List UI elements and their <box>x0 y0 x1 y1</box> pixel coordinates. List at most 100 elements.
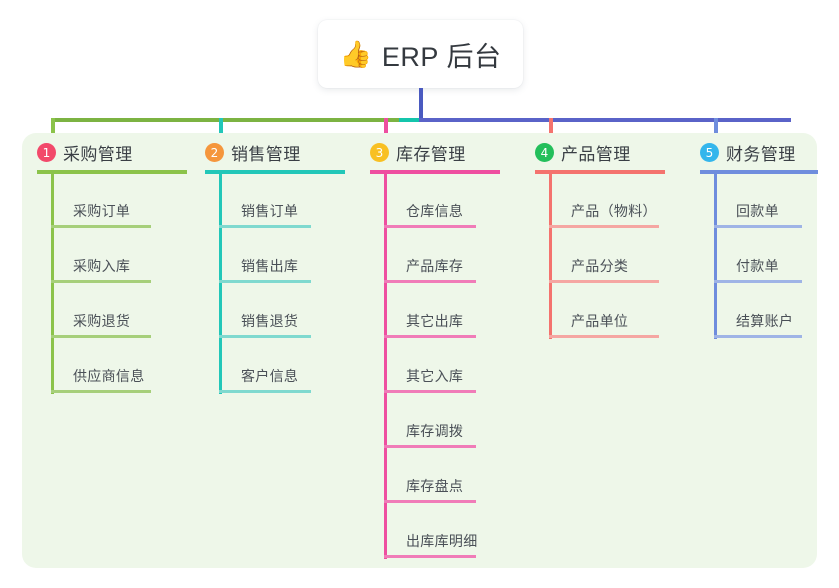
branch-number-badge: 2 <box>205 143 224 162</box>
branch-item-rule <box>549 225 659 228</box>
branch-item-label: 产品单位 <box>571 313 629 329</box>
branch-item[interactable]: 其它入库 <box>384 359 476 393</box>
branch-spine <box>714 174 717 339</box>
branch-item-rule <box>219 225 311 228</box>
branch-item-label: 销售订单 <box>241 203 299 219</box>
branch-item-rule <box>714 280 802 283</box>
branch-item-label: 库存调拨 <box>406 423 464 439</box>
branch-spine <box>51 174 54 394</box>
branch-item-rule <box>549 335 659 338</box>
branch-title: 销售管理 <box>231 145 301 164</box>
branch-item-label: 库存盘点 <box>406 478 464 494</box>
branch-item-label: 产品（物料） <box>571 203 657 219</box>
branch-item-label: 其它入库 <box>406 368 464 384</box>
connector-drop-2 <box>219 118 223 144</box>
connector-drop-5 <box>714 118 718 144</box>
branch-item-label: 仓库信息 <box>406 203 464 219</box>
branch-item-label: 销售出库 <box>241 258 299 274</box>
branch-item-rule <box>384 555 476 558</box>
branch-item[interactable]: 产品库存 <box>384 249 476 283</box>
branch-item-rule <box>384 445 476 448</box>
branch-spine <box>549 174 552 339</box>
branch-item[interactable]: 销售出库 <box>219 249 311 283</box>
branch-item-label: 客户信息 <box>241 368 299 384</box>
branch-spine <box>384 174 387 559</box>
connector-bus-right <box>419 118 791 122</box>
branch-item-label: 供应商信息 <box>73 368 145 384</box>
branch-item-rule <box>384 390 476 393</box>
branch-item-label: 其它出库 <box>406 313 464 329</box>
connector-drop-1 <box>51 118 55 144</box>
branch-item-rule <box>219 335 311 338</box>
branch-item-rule <box>219 280 311 283</box>
branch-title-rule <box>700 170 818 174</box>
branch-header-财务管理[interactable]: 5 财务管理 <box>700 140 796 165</box>
branch-title-rule <box>535 170 665 174</box>
branch-item-label: 产品分类 <box>571 258 629 274</box>
branch-item[interactable]: 客户信息 <box>219 359 311 393</box>
branch-number-badge: 1 <box>37 143 56 162</box>
branch-title: 财务管理 <box>726 145 796 164</box>
branch-item-label: 回款单 <box>736 203 779 219</box>
branch-title-rule <box>370 170 500 174</box>
branch-item-label: 出库库明细 <box>406 533 478 549</box>
branch-title: 采购管理 <box>63 145 133 164</box>
branch-item-rule <box>219 390 311 393</box>
branch-item-rule <box>384 280 476 283</box>
branch-item[interactable]: 产品分类 <box>549 249 659 283</box>
branch-item-rule <box>714 225 802 228</box>
branch-column-销售管理: 2 销售管理销售订单销售出库销售退货客户信息 <box>205 133 345 563</box>
branch-item-label: 结算账户 <box>736 313 794 329</box>
branch-item[interactable]: 采购入库 <box>51 249 151 283</box>
branch-title: 产品管理 <box>561 145 631 164</box>
branch-column-库存管理: 3 库存管理仓库信息产品库存其它出库其它入库库存调拨库存盘点出库库明细 <box>370 133 500 563</box>
branch-header-采购管理[interactable]: 1 采购管理 <box>37 140 133 165</box>
branch-item[interactable]: 库存盘点 <box>384 469 476 503</box>
branch-item-rule <box>714 335 802 338</box>
branch-item[interactable]: 付款单 <box>714 249 802 283</box>
branch-item[interactable]: 采购订单 <box>51 194 151 228</box>
branch-item[interactable]: 仓库信息 <box>384 194 476 228</box>
branch-item-rule <box>549 280 659 283</box>
branch-item[interactable]: 产品（物料） <box>549 194 659 228</box>
root-node-content: 👍 ERP 后台 <box>340 35 502 74</box>
root-node-card[interactable]: 👍 ERP 后台 <box>318 20 523 88</box>
branch-spine <box>219 174 222 394</box>
branch-item[interactable]: 供应商信息 <box>51 359 151 393</box>
branch-column-采购管理: 1 采购管理采购订单采购入库采购退货供应商信息 <box>37 133 187 563</box>
branch-title: 库存管理 <box>396 145 466 164</box>
branches-panel <box>22 133 817 568</box>
branch-title-rule <box>37 170 187 174</box>
branch-item-label: 采购入库 <box>73 258 131 274</box>
connector-bus-left <box>51 118 401 122</box>
branch-item-rule <box>384 335 476 338</box>
branch-number-badge: 5 <box>700 143 719 162</box>
branch-title-rule <box>205 170 345 174</box>
branch-item[interactable]: 采购退货 <box>51 304 151 338</box>
branch-number-badge: 3 <box>370 143 389 162</box>
branch-item[interactable]: 出库库明细 <box>384 524 478 558</box>
branch-item[interactable]: 产品单位 <box>549 304 659 338</box>
branch-item-label: 销售退货 <box>241 313 299 329</box>
page-title: ERP 后台 <box>381 41 502 72</box>
branch-item-label: 产品库存 <box>406 258 464 274</box>
branch-item-rule <box>51 225 151 228</box>
connector-root-stem-cap <box>419 88 423 118</box>
branch-item[interactable]: 销售退货 <box>219 304 311 338</box>
branch-item-rule <box>51 335 151 338</box>
connector-drop-4 <box>549 118 553 144</box>
branch-item-label: 采购退货 <box>73 313 131 329</box>
branch-item[interactable]: 结算账户 <box>714 304 802 338</box>
connector-drop-3 <box>384 118 388 144</box>
branch-item[interactable]: 其它出库 <box>384 304 476 338</box>
branch-item[interactable]: 回款单 <box>714 194 802 228</box>
branch-header-库存管理[interactable]: 3 库存管理 <box>370 140 466 165</box>
branch-header-销售管理[interactable]: 2 销售管理 <box>205 140 301 165</box>
branch-column-财务管理: 5 财务管理回款单付款单结算账户 <box>700 133 818 563</box>
branch-item[interactable]: 库存调拨 <box>384 414 476 448</box>
branch-item[interactable]: 销售订单 <box>219 194 311 228</box>
branch-item-rule <box>384 500 476 503</box>
